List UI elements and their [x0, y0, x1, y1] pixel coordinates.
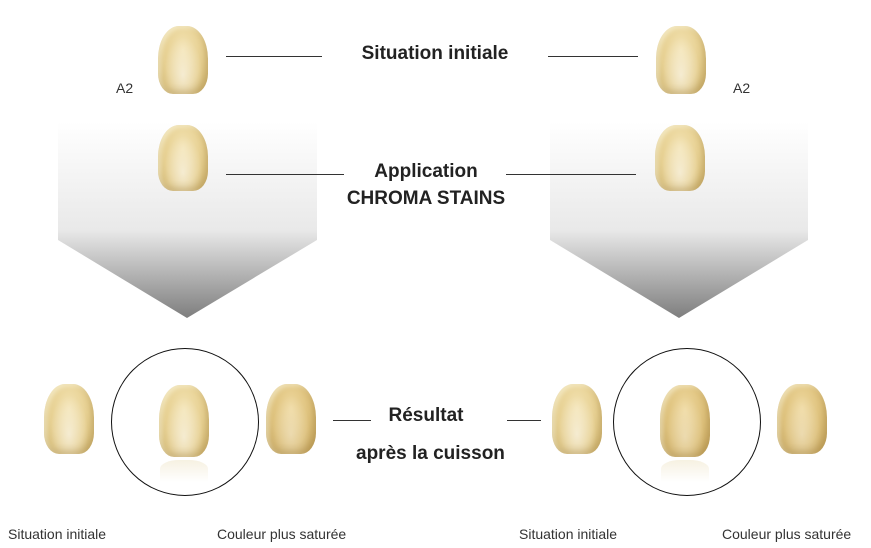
left-application-tooth	[158, 125, 208, 191]
right-center-reflection	[661, 460, 709, 482]
right-result-center-tooth	[660, 385, 710, 457]
left-result-saturated-tooth	[266, 384, 316, 454]
application-title-line2: CHROMA STAINS	[326, 185, 526, 213]
resultat-title-line1: Résultat	[366, 402, 486, 430]
right-result-saturated-tooth	[777, 384, 827, 454]
middle-right-connector	[506, 174, 636, 175]
situation-initiale-title: Situation initiale	[326, 40, 544, 68]
right-application-tooth	[655, 125, 705, 191]
right-shade-label: A2	[733, 80, 750, 96]
left-result-initial-tooth	[44, 384, 94, 454]
left-bottom-caption-saturated: Couleur plus saturée	[217, 526, 346, 542]
left-bottom-caption-initial: Situation initiale	[8, 526, 106, 542]
right-initial-tooth	[656, 26, 706, 94]
left-shade-label: A2	[116, 80, 133, 96]
top-left-connector	[226, 56, 322, 57]
bottom-right-connector	[507, 420, 541, 421]
top-right-connector	[548, 56, 638, 57]
middle-left-connector	[226, 174, 344, 175]
resultat-title-line2: après la cuisson	[356, 440, 496, 468]
right-bottom-caption-initial: Situation initiale	[519, 526, 617, 542]
right-result-initial-tooth	[552, 384, 602, 454]
application-title-line1: Application	[346, 158, 506, 186]
left-initial-tooth	[158, 26, 208, 94]
right-bottom-caption-saturated: Couleur plus saturée	[722, 526, 851, 542]
left-center-reflection	[160, 460, 208, 482]
left-result-center-tooth	[159, 385, 209, 457]
